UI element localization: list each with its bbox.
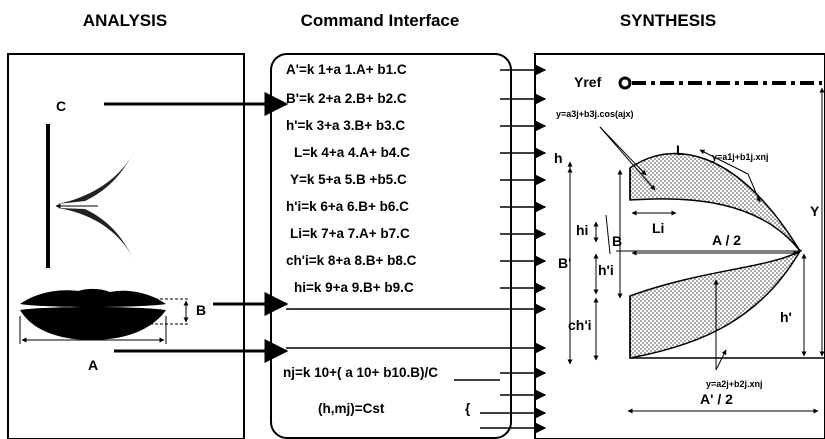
equation-l: L=k 4+a 4.A+ b4.C [294, 145, 410, 160]
equation-h-prime-i: h'i=k 6+a 6.B+ b6.C [286, 199, 409, 214]
label-synth-b-prime: B' [558, 255, 571, 271]
header-command: Command Interface [301, 11, 460, 30]
equation-li: Li=k 7+a 7.A+ b7.C [290, 226, 410, 241]
cos-pointer-1 [599, 126, 647, 176]
pow-lower-pointer-2 [715, 349, 727, 371]
header-synthesis: SYNTHESIS [620, 11, 716, 30]
equation-hi: hi=k 9+a 9.B+ b9.C [294, 280, 414, 295]
yref-label: Yref [574, 74, 602, 90]
label-h-prime-i: h'i [598, 262, 614, 278]
header-analysis: ANALYSIS [83, 11, 167, 30]
equation-output-arrows [286, 64, 547, 434]
lower-lip-profile [58, 208, 135, 262]
label-ch-prime-i: ch'i [568, 317, 592, 333]
pow-formula-upper: y=a1j+b1j.xnj [712, 152, 769, 162]
pow-upper-pointer-1 [699, 149, 749, 175]
label-b: B [196, 302, 206, 318]
label-synth-li: Li [652, 220, 664, 236]
upper-lip-profile [58, 150, 135, 204]
label-synth-h: h [554, 150, 563, 166]
command-interface-box [270, 53, 512, 439]
equation-y: Y=k 5+a 5.B +b5.C [290, 172, 407, 187]
pow-formula-lower: y=a2j+b2j.xnj [706, 379, 763, 389]
label-synth-l: L [676, 142, 685, 158]
equation-ch-prime-i: ch'i=k 8+a 8.B+ b8.C [286, 253, 417, 268]
label-y: Y [810, 203, 820, 219]
equation-h-prime: h'=k 3+a 3.B+ b3.C [286, 118, 405, 133]
cos-pointer-2 [599, 126, 656, 191]
cos-formula: y=a3j+b3j.cos(ajx) [556, 109, 634, 119]
brace-symbol: { [465, 401, 470, 416]
label-synth-hi: hi [576, 222, 588, 238]
equation-a-prime: A'=k 1+a 1.A+ b1.C [286, 62, 407, 77]
equation-b-prime: B'=k 2+a 2.B+ b2.C [286, 91, 407, 106]
label-a-half: A / 2 [712, 232, 741, 248]
synth-lower-lip [629, 248, 803, 359]
front-upper-lip [20, 288, 166, 307]
label-a: A [88, 357, 98, 373]
label-h-prime: h' [780, 309, 792, 325]
label-synth-b: B [612, 233, 622, 249]
pow-upper-pointer-2 [747, 173, 761, 203]
synthesis-dimension-arrows [567, 87, 825, 414]
analysis-panel [7, 53, 245, 439]
label-c: C [56, 98, 66, 114]
yref-point [618, 76, 632, 90]
equation-cst: (h,mj)=Cst [318, 401, 385, 416]
label-a-prime-half: A' / 2 [700, 391, 733, 407]
front-lower-lip [20, 307, 166, 340]
equation-nj: nj=k 10+( a 10+ b10.B)/C [283, 365, 438, 380]
hi-guide [605, 214, 611, 255]
synthesis-panel [534, 53, 825, 439]
